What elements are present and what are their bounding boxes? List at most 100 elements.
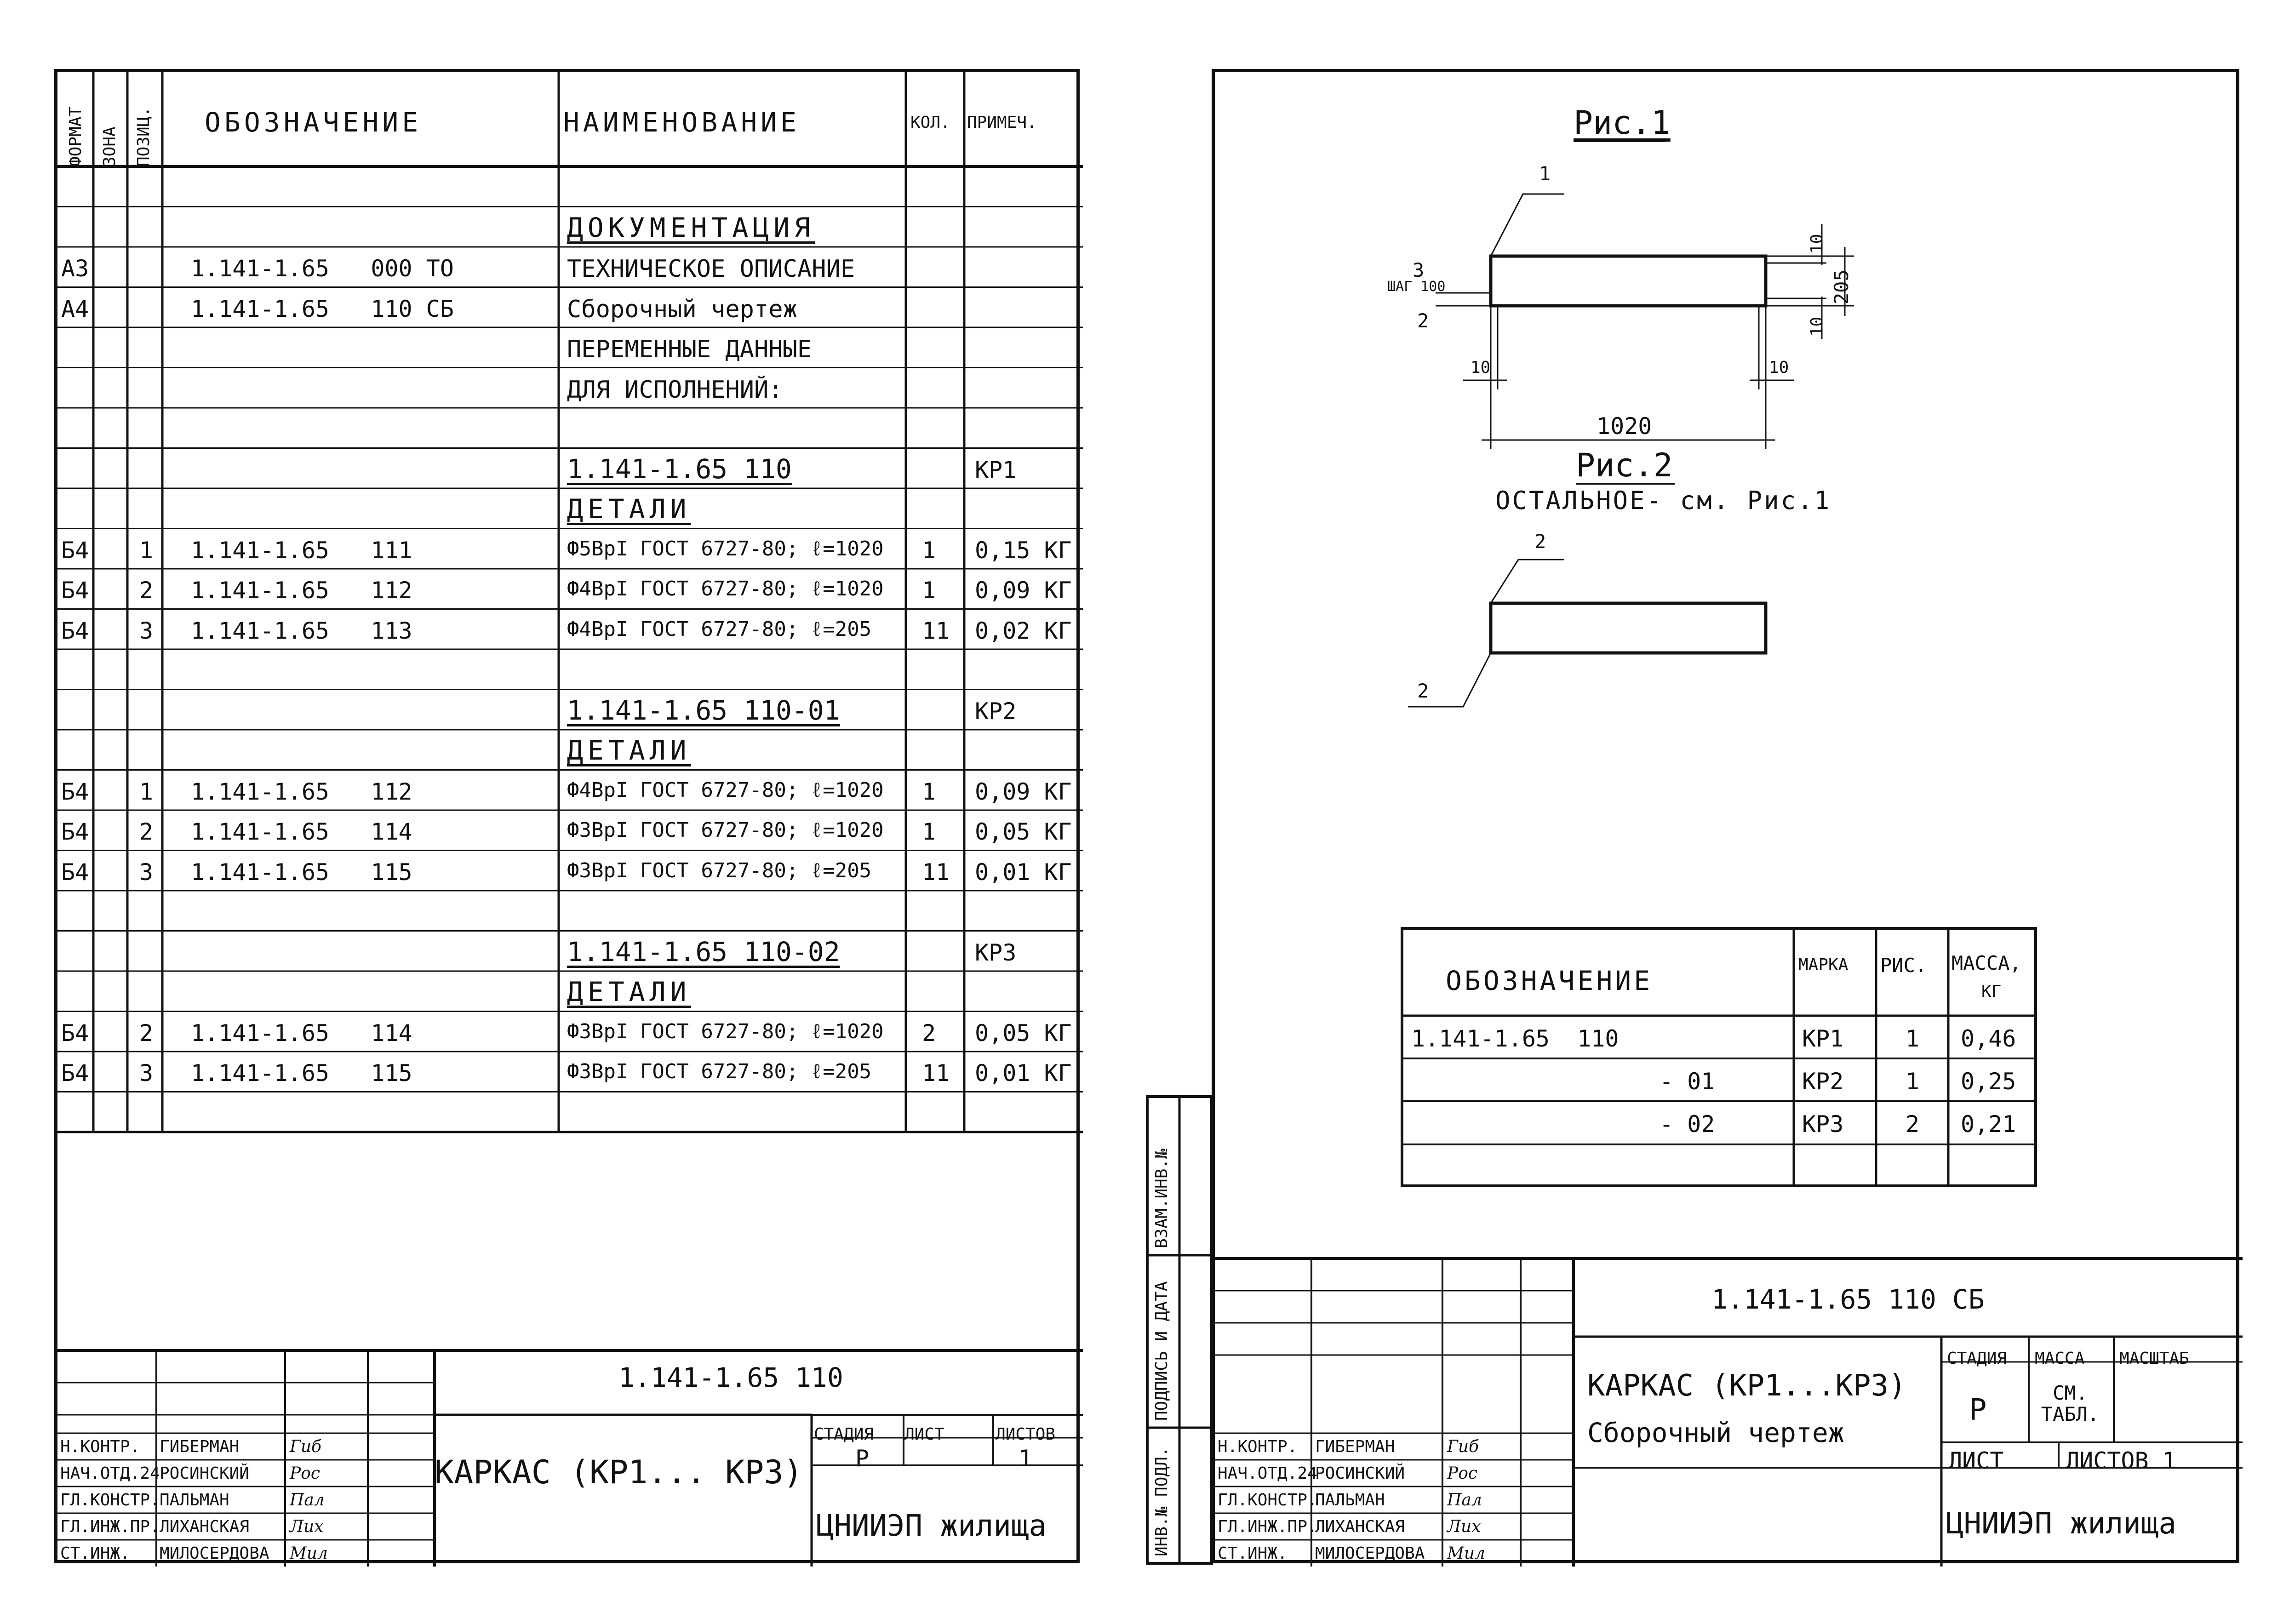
drawing-sheet: Рис.1 1 3 ШАГ 100 2 10 10 205 10 10 1020… [1212, 69, 2243, 1567]
specification-sheet: ФОРМАТ ЗОНА ПОЗИЦ. ОБОЗНАЧЕНИЕ НАИМЕНОВА… [54, 69, 1083, 1567]
right-stamp-stage: Р [1969, 1393, 1987, 1427]
spec-name-cell: Ф4ВрI ГОСТ 6727-80; ℓ=1020 [567, 577, 884, 600]
spec-name-cell: ДЛЯ ИСПОЛНЕНИЙ: [567, 376, 783, 404]
spec-position-cell: 2 [139, 1019, 154, 1046]
header-note: ПРИМЕЧ. [967, 113, 1037, 132]
spec-qty-cell: 11 [922, 1060, 950, 1086]
mass-header-mark: МАРКА [1798, 955, 1848, 974]
spec-designation-cell: 1.141-1.65 115 [191, 858, 412, 886]
right-stamp-mass-label: МАССА [2035, 1349, 2085, 1368]
sign-date-label: ПОДПИСЬ И ДАТА [1152, 1281, 1171, 1421]
replace-inv-label: ВЗАМ.ИНВ.№ [1152, 1149, 1171, 1248]
left-stamp-person-name: ГИБЕРМАН [160, 1437, 240, 1456]
mass-fig-cell: 1 [1906, 1025, 1920, 1052]
spec-note-cell: 0,01 КГ [975, 1060, 1072, 1086]
spec-section-heading: ДЕТАЛИ [567, 493, 691, 525]
spec-qty-cell: 1 [922, 577, 936, 604]
spec-name-cell: Ф3ВрI ГОСТ 6727-80; ℓ=205 [567, 858, 872, 882]
mass-fig-cell: 2 [1906, 1111, 1920, 1138]
left-stamp-role: ГЛ.КОНСТР. [60, 1491, 160, 1510]
mass-designation-cell: - 01 [1660, 1068, 1715, 1095]
left-stamp-title: КАРКАС (КР1... КР3) [435, 1453, 803, 1491]
spec-note-cell: 0,15 КГ [975, 537, 1072, 564]
spec-designation-cell: 1.141-1.65 111 [191, 537, 412, 564]
spec-name-cell: Ф3ВрI ГОСТ 6727-80; ℓ=205 [567, 1060, 872, 1083]
fig1-callout-2: 2 [1417, 309, 1429, 332]
spec-designation-cell: 1.141-1.65 113 [191, 617, 412, 644]
dim-length: 1020 [1597, 413, 1652, 440]
spec-section-heading: 1.141-1.65 110-02 [567, 936, 840, 967]
fig1-title: Рис.1 [1574, 104, 1671, 142]
left-stamp-person-name: ПАЛЬМАН [160, 1491, 229, 1510]
inv-orig-label: ИНВ.№ ПОДЛ. [1152, 1447, 1171, 1556]
spec-designation-cell: 1.141-1.65 114 [191, 818, 412, 845]
mass-mark-cell: КР3 [1802, 1111, 1844, 1138]
left-stamp-role: Н.КОНТР. [60, 1437, 140, 1456]
fig2-title: Рис.2 [1576, 446, 1673, 484]
right-stamp-title-1: КАРКАС (КР1...КР3) [1587, 1369, 1906, 1403]
right-stamp-code: 1.141-1.65 110 СБ [1711, 1284, 1985, 1315]
left-stamp-signature: Пал [290, 1491, 325, 1510]
right-stamp-signature: Лих [1447, 1517, 1481, 1536]
spec-position-cell: 3 [139, 1060, 154, 1086]
fig1-step-label: ШАГ 100 [1387, 279, 1446, 295]
spec-format-cell: Б4 [61, 778, 89, 805]
header-name: НАИМЕНОВАНИЕ [563, 107, 801, 138]
spec-format-cell: Б4 [61, 537, 89, 564]
spec-format-cell: А4 [61, 295, 89, 322]
spec-position-cell: 1 [139, 537, 154, 564]
spec-format-cell: Б4 [61, 858, 89, 886]
header-format: ФОРМАТ [66, 106, 85, 166]
left-stamp-signature: Мил [290, 1544, 328, 1563]
spec-name-cell: Ф3ВрI ГОСТ 6727-80; ℓ=1020 [567, 818, 884, 842]
dim-edge-left: 10 [1471, 358, 1491, 377]
spec-note-cell: КР2 [975, 698, 1017, 725]
right-stamp-role: ГЛ.КОНСТР. [1218, 1491, 1317, 1510]
left-stamp-signature: Гиб [290, 1437, 321, 1456]
mass-table-grid [1401, 927, 2037, 1187]
header-qty: КОЛ. [910, 113, 950, 132]
dim-edge-right: 10 [1769, 358, 1789, 377]
left-stamp-code: 1.141-1.65 110 [618, 1362, 843, 1393]
spec-name-cell: ТЕХНИЧЕСКОЕ ОПИСАНИЕ [567, 255, 855, 283]
spec-note-cell: 0,05 КГ [975, 1019, 1072, 1046]
right-stamp-grid [1215, 1257, 2243, 1567]
spec-format-cell: Б4 [61, 1060, 89, 1086]
right-stamp-role: Н.КОНТР. [1218, 1437, 1298, 1456]
spec-name-cell: Ф4ВрI ГОСТ 6727-80; ℓ=1020 [567, 778, 884, 802]
spec-qty-cell: 11 [922, 617, 950, 644]
spec-qty-cell: 1 [922, 778, 936, 805]
right-stamp-person-name: ГИБЕРМАН [1315, 1437, 1395, 1456]
spec-format-cell: Б4 [61, 818, 89, 845]
right-stamp-signature: Мил [1447, 1544, 1485, 1563]
left-stamp-role: СТ.ИНЖ. [60, 1544, 130, 1563]
spec-format-cell: А3 [61, 255, 89, 282]
left-stamp-stage: Р [855, 1445, 870, 1472]
mass-designation-cell: 1.141-1.65 110 [1411, 1025, 1619, 1052]
fig2-note: ОСТАЛЬНОЕ- см. Рис.1 [1495, 486, 1831, 515]
spec-section-heading: ДЕТАЛИ [567, 976, 691, 1007]
spec-name-cell: Ф4ВрI ГОСТ 6727-80; ℓ=205 [567, 617, 872, 641]
left-stamp-stage-label: СТАДИЯ [814, 1425, 874, 1444]
right-stamp-scale-label: МАСШТАБ [2119, 1349, 2189, 1368]
right-stamp-title-2: Сборочный чертеж [1587, 1417, 1844, 1448]
spec-position-cell: 3 [139, 858, 154, 886]
left-stamp-person-name: ЛИХАНСКАЯ [160, 1517, 250, 1536]
right-stamp-signature: Гиб [1447, 1437, 1479, 1456]
left-stamp-role: ГЛ.ИНЖ.ПР. [60, 1517, 160, 1536]
right-stamp-person-name: МИЛОСЕРДОВА [1315, 1544, 1425, 1563]
right-stamp-sheet-label: ЛИСТ [1948, 1447, 2004, 1474]
spec-section-heading: ДОКУМЕНТАЦИЯ [567, 212, 815, 243]
left-stamp-sheet: 1 [1019, 1445, 1033, 1472]
spec-note-cell: 0,02 КГ [975, 617, 1072, 644]
mass-header-unit: КГ [1981, 982, 2002, 1001]
header-zone: ЗОНА [100, 126, 119, 166]
spec-note-cell: 0,01 КГ [975, 858, 1072, 886]
spec-position-cell: 2 [139, 818, 154, 845]
fig1-frame [1489, 254, 1768, 308]
spec-format-cell: Б4 [61, 617, 89, 644]
header-designation: ОБОЗНАЧЕНИЕ [205, 107, 422, 138]
mass-header-mass: МАССА, [1951, 952, 2021, 974]
right-stamp-sheets-label: ЛИСТОВ 1 [2066, 1447, 2176, 1474]
right-stamp-org: ЦНИИЭП жилища [1946, 1507, 2176, 1541]
